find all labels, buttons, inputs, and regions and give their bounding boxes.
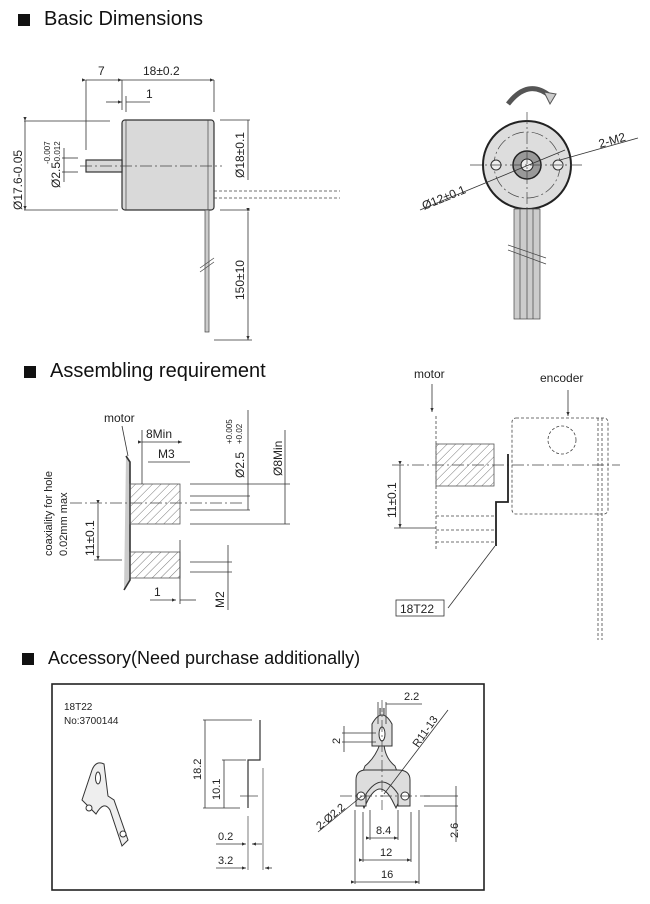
accessory-frame (51, 683, 485, 891)
dim-height-total: 18.2 (192, 759, 204, 780)
dim-slot: 2 (331, 738, 343, 744)
encoder-outline (511, 417, 609, 515)
dim-thickness: 0.2 (218, 831, 233, 843)
section-title-basic-dimensions: Basic Dimensions (18, 8, 203, 31)
section-title-text: Assembling requirement (50, 360, 266, 382)
dim-offset-right: 11±0.1 (385, 482, 399, 518)
dim-offset: 11±0.1 (83, 520, 97, 556)
hatched-section-upper (129, 483, 181, 525)
dim-outer-span: 16 (381, 869, 393, 881)
dim-depth: 3.2 (218, 855, 233, 867)
dim-height-step: 10.1 (211, 779, 223, 800)
hatched-section (435, 443, 495, 487)
rotation-arrow-icon (506, 86, 552, 106)
bullet-square-icon (18, 13, 30, 26)
dim-bore-tol-upper: +0.005 (225, 419, 234, 444)
dim-shaft-tol-lower: -0.012 (53, 141, 62, 164)
assembly-left-view: motor 8Min M3 coaxiality for hole 0.02mm… (43, 410, 290, 610)
bullet-square-icon (24, 365, 36, 378)
motor-side-view: 7 18±0.2 1 Ø17.6-0.05 Ø2.5 -0.007 -0.012… (11, 64, 340, 341)
dim-bore-dia: Ø2.5 (233, 452, 247, 478)
dim-inner-span: 8.4 (376, 825, 391, 837)
section-title-text: Basic Dimensions (44, 8, 203, 30)
accessory-part-no: No:3700144 (64, 716, 119, 727)
dim-hole-circle: Ø12±0.1 (420, 182, 468, 212)
label-encoder: encoder (540, 371, 583, 385)
dim-body-length: 18±0.2 (143, 64, 180, 78)
dim-flange-offset: 1 (146, 87, 153, 101)
dim-shaft-tol-upper: -0.007 (43, 141, 52, 164)
bracket-iso-icon (81, 762, 129, 847)
dim-shaft-dia: Ø2.5 (49, 162, 63, 188)
dim-min-dia: Ø8Min (271, 441, 285, 476)
dim-mount-holes: 2-M2 (597, 130, 627, 151)
bracket-18t22 (495, 454, 509, 546)
motor-front-view: Ø12±0.1 2-M2 (419, 86, 639, 320)
dim-screw: M2 (213, 591, 227, 608)
bullet-square-icon (22, 652, 34, 665)
section-title-accessory: Accessory(Need purchase additionally) (22, 648, 360, 669)
dim-depth: 8Min (146, 427, 172, 441)
dim-radius: R11-13 (411, 714, 441, 750)
dim-tab-width: 2.2 (404, 691, 419, 703)
hatched-section-lower (129, 551, 181, 579)
section-title-text: Accessory(Need purchase additionally) (48, 648, 361, 668)
bracket-base (355, 769, 411, 807)
dim-gap: 1 (154, 585, 161, 599)
label-motor-left: motor (104, 411, 135, 425)
dim-lead-length: 150±10 (233, 260, 247, 300)
dim-shaft-length: 7 (98, 64, 105, 78)
bracket-tag-box (395, 599, 445, 617)
dim-body-dia-left: Ø17.6-0.05 (11, 150, 25, 210)
dim-hole-span: 12 (380, 847, 392, 859)
accessory-drawing: 18T22 No:3700144 18.2 10.1 0.2 3.2 (64, 691, 461, 884)
label-motor-right: motor (414, 367, 445, 381)
accessory-model: 18T22 (64, 702, 93, 713)
bracket-tag: 18T22 (400, 602, 434, 616)
dim-body-dia-right: Ø18±0.1 (233, 132, 247, 178)
motor-body (121, 119, 215, 211)
dim-thread: M3 (158, 447, 175, 461)
label-coaxiality: coaxiality for hole (43, 471, 55, 556)
dim-holes: 2-Ø2.2 (314, 801, 347, 832)
assembly-right-view: motor encoder 11±0.1 18T22 (385, 367, 620, 640)
lead-wire (204, 209, 210, 333)
dim-hole-offset: 2.6 (449, 823, 461, 838)
section-title-assembling: Assembling requirement (24, 360, 266, 383)
label-coaxiality-value: 0.02mm max (58, 492, 70, 556)
dim-bore-tol-lower: +0.02 (235, 423, 244, 444)
